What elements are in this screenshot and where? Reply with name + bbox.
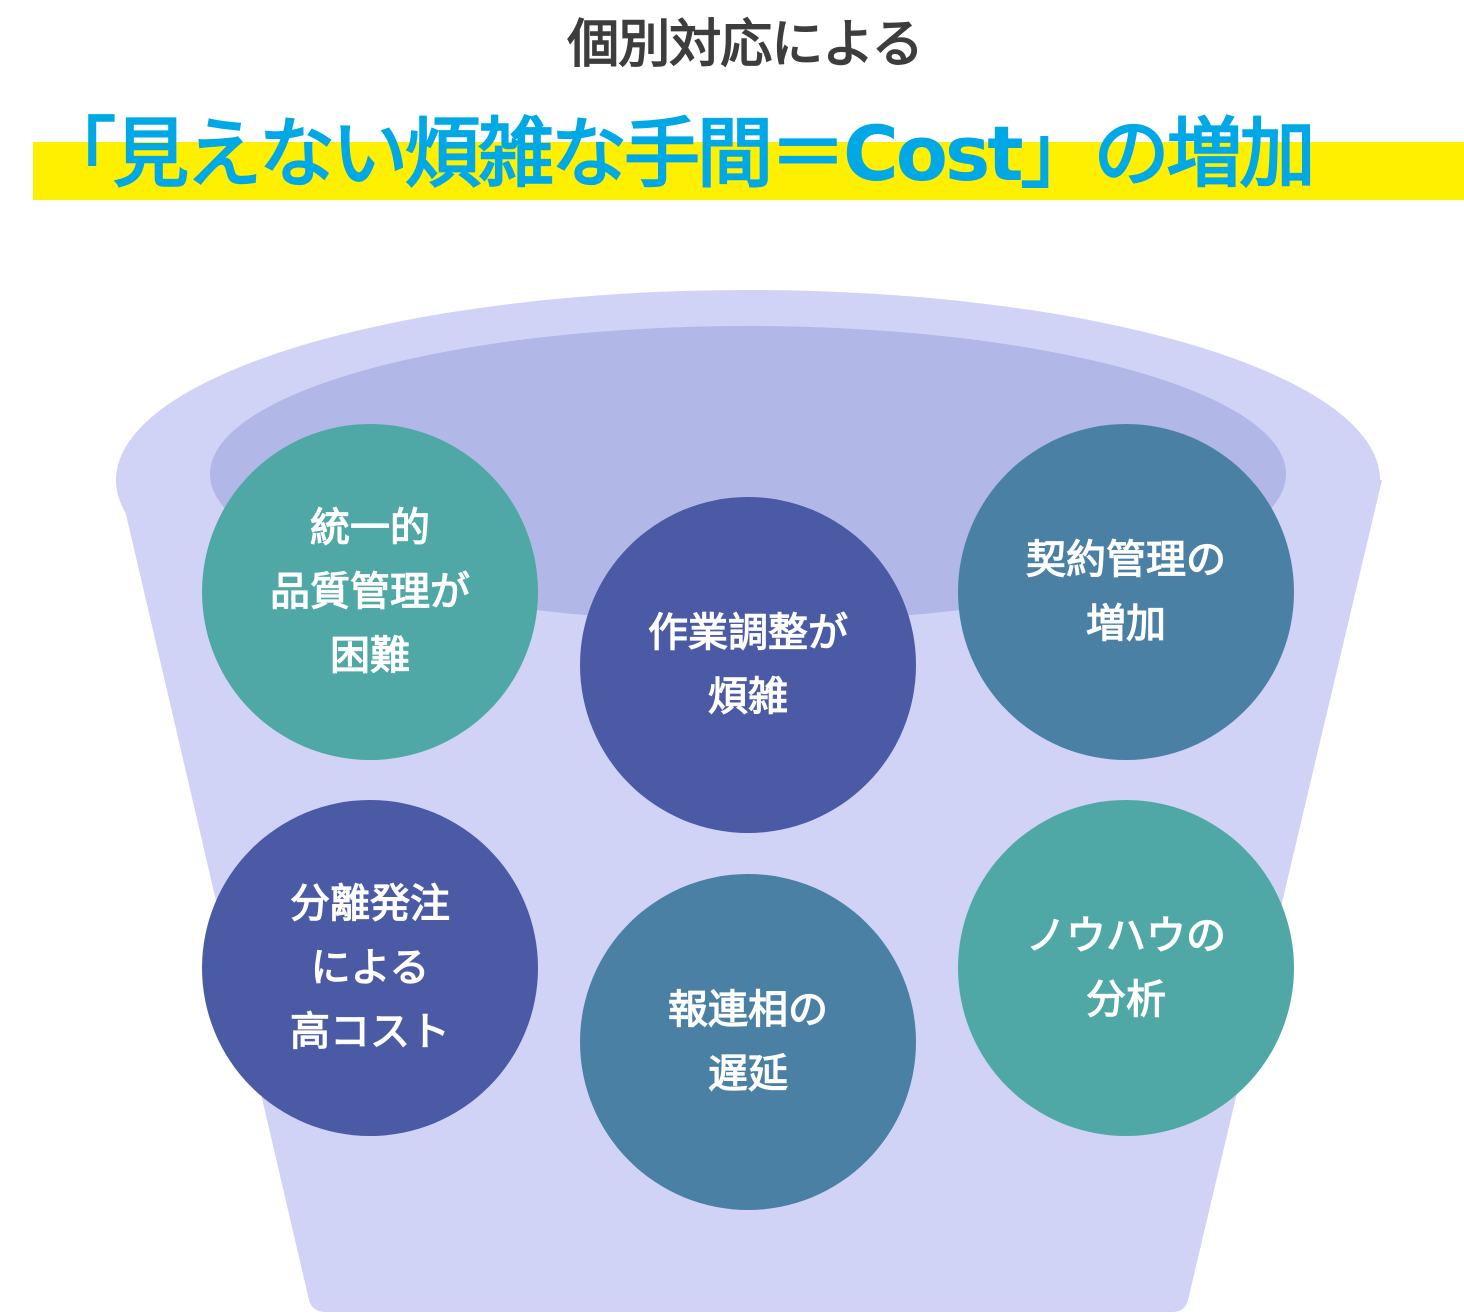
circle-line: 増加 bbox=[1086, 601, 1166, 647]
circle-line: 煩雑 bbox=[708, 674, 788, 720]
circle-line: 契約管理の bbox=[1026, 537, 1226, 583]
issue-circle-coordination: 作業調整が 煩雑 bbox=[580, 497, 916, 833]
circle-line: による bbox=[310, 945, 430, 991]
circle-line: 高コスト bbox=[290, 1009, 450, 1055]
circle-line: 品質管理が bbox=[270, 569, 470, 615]
issue-circle-knowhow: ノウハウの 分析 bbox=[958, 800, 1294, 1136]
subtitle: 個別対応による bbox=[567, 15, 923, 75]
issue-circle-reporting: 報連相の 遅延 bbox=[580, 874, 916, 1210]
issue-circle-quality: 統一的 品質管理が 困難 bbox=[202, 424, 538, 760]
issue-circle-cost: 分離発注 による 高コスト bbox=[202, 800, 538, 1136]
circle-line: 分析 bbox=[1086, 977, 1166, 1023]
circle-line: 困難 bbox=[330, 633, 410, 679]
circle-line: 報連相の bbox=[668, 987, 828, 1033]
title-highlight bbox=[33, 142, 1464, 200]
circle-line: 統一的 bbox=[310, 505, 430, 551]
issue-circle-contracts: 契約管理の 増加 bbox=[958, 424, 1294, 760]
circle-line: 分離発注 bbox=[290, 881, 450, 927]
circle-line: 作業調整が bbox=[648, 610, 848, 656]
title: 「見えない煩雑な手間＝Cost」の増加 bbox=[40, 109, 1316, 198]
circle-line: 遅延 bbox=[708, 1051, 788, 1097]
circle-line: ノウハウの bbox=[1026, 913, 1226, 959]
